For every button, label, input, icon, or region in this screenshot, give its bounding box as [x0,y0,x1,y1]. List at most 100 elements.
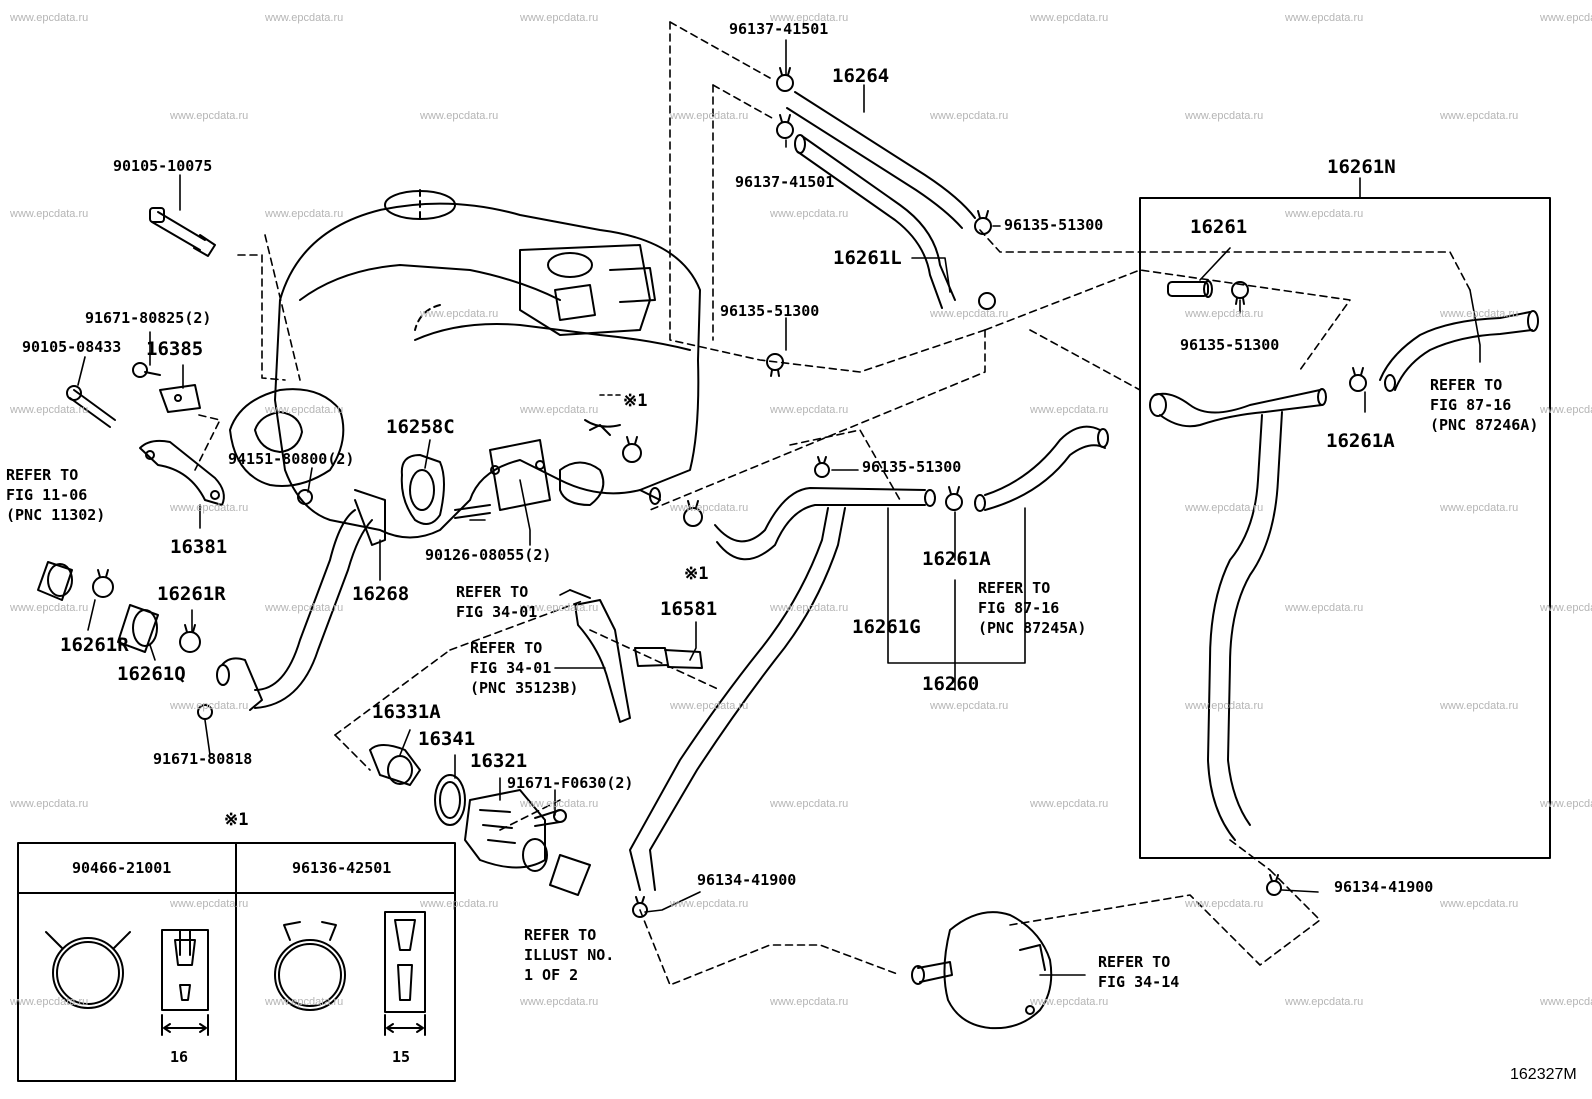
watermark: www.epcdata.ru [265,404,344,416]
callout-16381[interactable]: 16381 [170,536,228,558]
watermark: www.epcdata.ru [770,996,849,1008]
callout-96135-51300[interactable]: 96135-51300 [1180,336,1280,354]
ref-fig-87-16-87245A[interactable]: REFER TO FIG 87-16 (PNC 87245A) [978,579,1087,637]
legend-part-96136-42501[interactable]: 96136-42501 [292,859,392,877]
callout-16261A[interactable]: 16261A [922,548,991,570]
callout-16268[interactable]: 16268 [352,583,410,605]
callout-16261G[interactable]: 16261G [852,616,921,638]
callout-96135-51300[interactable]: 96135-51300 [720,302,820,320]
watermark: www.epcdata.ru [930,700,1009,712]
callout-16261R[interactable]: 16261R [157,583,226,605]
watermark: www.epcdata.ru [1285,602,1364,614]
hose-16264 [787,92,975,228]
callout-94151-80800[interactable]: 94151-80800(2) [228,450,355,468]
legend-part-90466-21001[interactable]: 90466-21001 [72,859,172,877]
callout-16261A[interactable]: 16261A [1326,430,1395,452]
hose-16260 [630,488,935,890]
watermark: www.epcdata.ru [520,404,599,416]
watermark: www.epcdata.ru [520,12,599,24]
watermark: www.epcdata.ru [1440,308,1519,320]
callout-16258C[interactable]: 16258C [386,416,455,438]
callout-96137-41501[interactable]: 96137-41501 [729,20,829,38]
callout-91671-80818[interactable]: 91671-80818 [153,750,253,768]
hose-16261L [795,135,955,308]
watermark: www.epcdata.ru [170,898,249,910]
watermark: www.epcdata.ru [420,308,499,320]
callout-96135-51300[interactable]: 96135-51300 [1004,216,1104,234]
watermark: www.epcdata.ru [420,898,499,910]
callout-16261N[interactable]: 16261N [1327,156,1396,178]
bracket-16581 [570,590,702,722]
callout-16341[interactable]: 16341 [418,728,476,750]
watermark: www.epcdata.ru [170,502,249,514]
watermark: www.epcdata.ru [265,996,344,1008]
legend-dimension-16: 16 [170,1048,189,1066]
ref-fig-34-14[interactable]: REFER TO FIG 34-14 [1098,953,1180,991]
small-parts [590,425,660,504]
clamps [93,68,1366,917]
callout-16331A[interactable]: 16331A [372,701,441,723]
watermark: www.epcdata.ru [520,798,599,810]
callout-96134-41900[interactable]: 96134-41900 [697,871,797,889]
callout-16321[interactable]: 16321 [470,750,528,772]
leader-lines [78,40,1480,975]
callout-96137-41501[interactable]: 96137-41501 [735,173,835,191]
watermark: www.epcdata.ru [170,700,249,712]
watermark: www.epcdata.ru [1030,12,1109,24]
watermark: www.epcdata.ru [1540,602,1592,614]
assembly-lines [195,22,1470,985]
watermark: www.epcdata.ru [10,12,89,24]
watermark: www.epcdata.ru [1440,502,1519,514]
callout-90126-08055[interactable]: 90126-08055(2) [425,546,552,564]
callout-16581[interactable]: 16581 [660,598,718,620]
assembly-box-16261N [1140,198,1550,858]
watermark: www.epcdata.ru [670,110,749,122]
watermark: www.epcdata.ru [930,308,1009,320]
callout-16261Q[interactable]: 16261Q [117,663,186,685]
ref-fig-34-01-pnc[interactable]: REFER TO FIG 34-01 (PNC 35123B) [470,639,579,697]
callout-91671-F0630[interactable]: 91671-F0630(2) [507,774,634,792]
watermark: www.epcdata.ru [170,110,249,122]
watermark: www.epcdata.ru [520,602,599,614]
watermark: www.epcdata.ru [770,404,849,416]
callout-16264[interactable]: 16264 [832,65,890,87]
watermark: www.epcdata.ru [770,12,849,24]
watermark: www.epcdata.ru [265,12,344,24]
watermark: www.epcdata.ru [1285,208,1364,220]
marker-note-1: ※1 [684,564,709,584]
watermark: www.epcdata.ru [1185,700,1264,712]
callout-90105-08433[interactable]: 90105-08433 [22,338,122,356]
callout-16260[interactable]: 16260 [922,673,980,695]
sleeves-16261R-Q [38,562,158,652]
ref-fig-34-01[interactable]: REFER TO FIG 34-01 [456,583,538,621]
watermark: www.epcdata.ru [265,602,344,614]
ref-illust-1-of-2[interactable]: REFER TO ILLUST NO. 1 OF 2 [524,926,615,984]
watermark: www.epcdata.ru [930,110,1009,122]
watermark: www.epcdata.ru [1185,110,1264,122]
watermark: www.epcdata.ru [1540,12,1592,24]
callout-16261L[interactable]: 16261L [833,247,902,269]
callout-16261R[interactable]: 16261R [60,634,129,656]
callout-96134-41900[interactable]: 96134-41900 [1334,878,1434,896]
callout-16261[interactable]: 16261 [1190,216,1248,238]
water-valve [912,912,1051,1028]
watermark: www.epcdata.ru [1285,12,1364,24]
engine-block [230,190,700,538]
ref-fig-11-06[interactable]: REFER TO FIG 11-06 (PNC 11302) [6,466,106,524]
diagram-id: 162327M [1510,1066,1577,1083]
callout-96135-51300[interactable]: 96135-51300 [862,458,962,476]
legend-dimension-15: 15 [392,1048,411,1066]
callout-16385[interactable]: 16385 [146,338,204,360]
bolts [67,208,566,826]
watermark: www.epcdata.ru [670,502,749,514]
watermark: www.epcdata.ru [1540,404,1592,416]
callout-91671-80825[interactable]: 91671-80825(2) [85,309,212,327]
hose-16261A-mid [975,427,1108,511]
bracket-16381 [140,385,224,505]
callout-90105-10075[interactable]: 90105-10075 [113,157,213,175]
watermark: www.epcdata.ru [1030,404,1109,416]
watermark: www.epcdata.ru [10,798,89,810]
ref-fig-87-16-87246A[interactable]: REFER TO FIG 87-16 (PNC 87246A) [1430,376,1539,434]
clamp-legend [18,843,455,1081]
